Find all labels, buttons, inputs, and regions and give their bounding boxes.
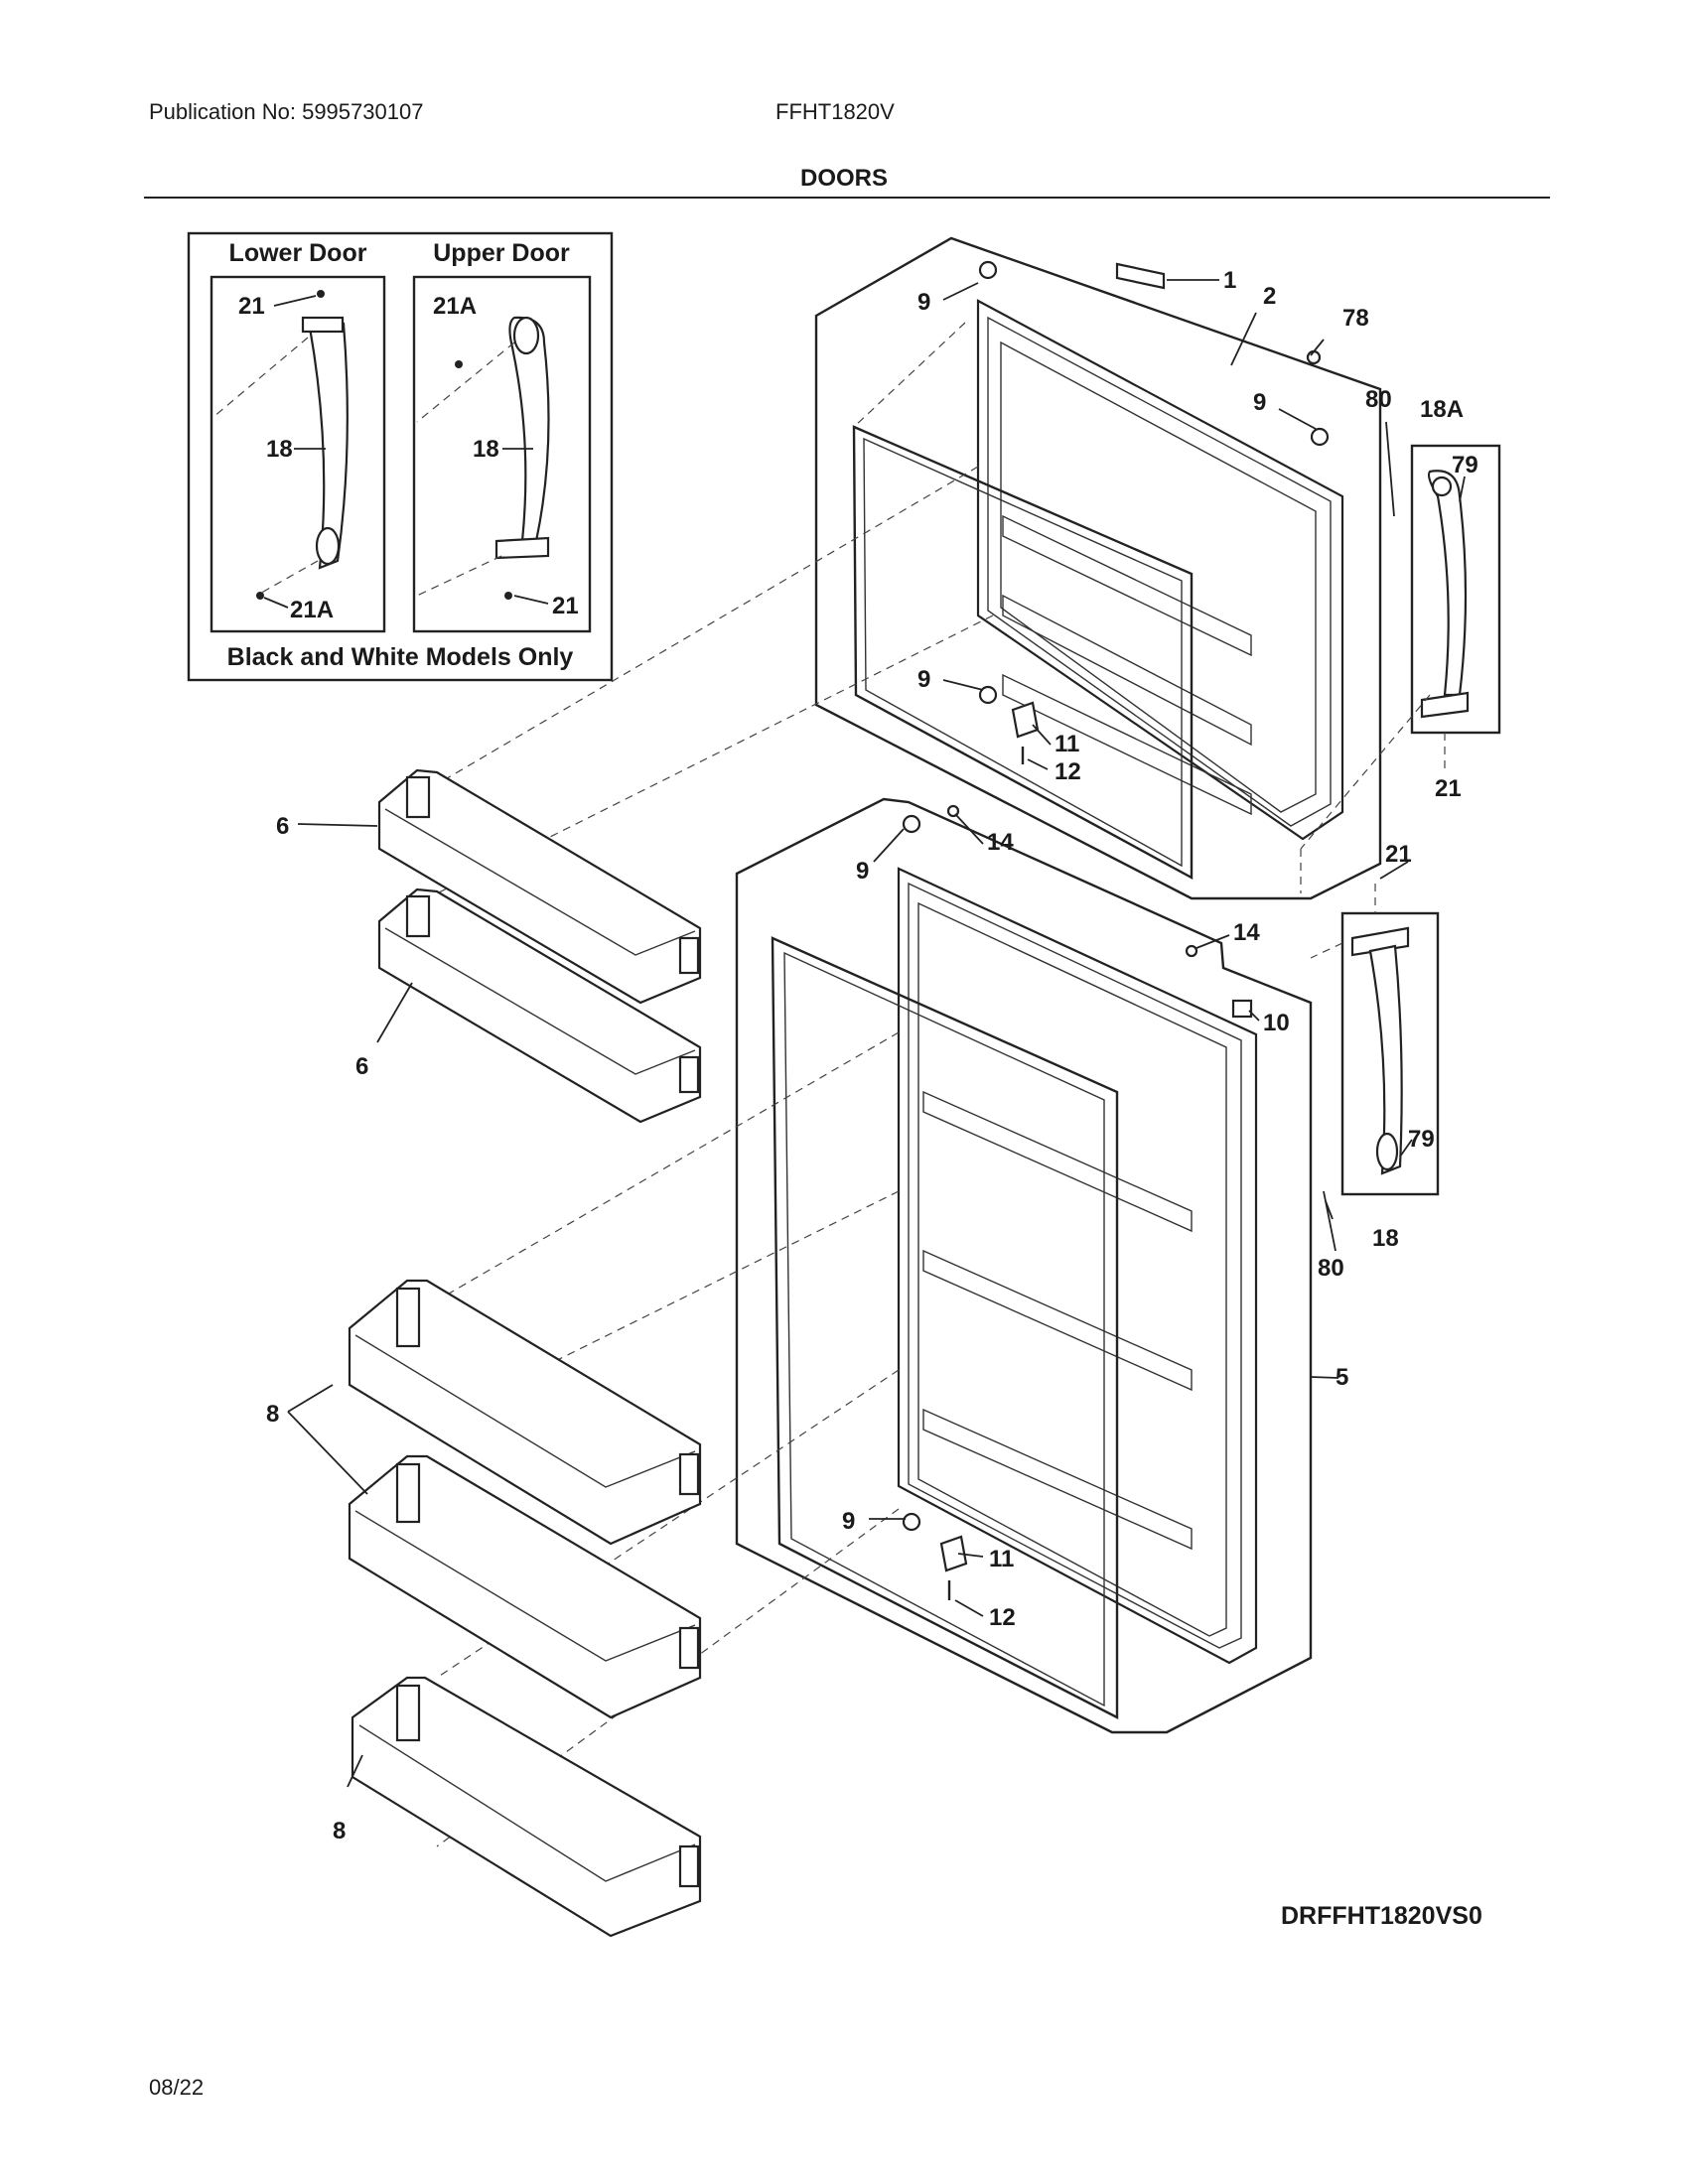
inset-upper-door-title: Upper Door (433, 239, 570, 267)
upper-screw-top-icon (455, 360, 463, 368)
upper-screw-bottom-icon (504, 592, 512, 600)
upper-handle-frame (1410, 444, 1501, 735)
handle-inset: Lower Door Upper Door Black and White Mo… (187, 231, 614, 682)
lower-handle-part (1368, 944, 1403, 1175)
lower-handle-top-mount (301, 316, 345, 334)
lower-handle-box (1310, 884, 1440, 1196)
callout-9: 9 (856, 858, 869, 885)
upper-handle-bottom-mount (494, 536, 550, 560)
callout-12: 12 (989, 1604, 1016, 1631)
hinge-pin-icon (1310, 427, 1330, 447)
lower-door-gasket (771, 936, 1119, 1719)
upper-handle-box (1300, 444, 1501, 850)
lower-door-bin-3 (351, 1676, 702, 1938)
handle-end-icon (1431, 476, 1453, 497)
callout-78: 78 (1342, 305, 1369, 332)
callout-6: 6 (355, 1053, 368, 1080)
callout-5: 5 (1336, 1364, 1348, 1391)
callout-9: 9 (917, 666, 930, 693)
lower-door-handle: 21 18 21A (212, 290, 349, 623)
callout-1: 1 (1223, 267, 1236, 294)
callout-80: 80 (1318, 1255, 1344, 1282)
callout-14: 14 (987, 829, 1014, 856)
callout-9: 9 (1253, 389, 1266, 416)
lower-door-panel (897, 867, 1258, 1665)
callout-2: 2 (1263, 283, 1276, 310)
washer-icon (1185, 944, 1198, 958)
header-rule (144, 197, 1550, 199)
lower-door-group-outline (735, 797, 1313, 1734)
lower-door-handle-panel (210, 275, 386, 633)
plug-icon (1306, 349, 1322, 365)
hinge-bushing-icon (1231, 999, 1253, 1019)
callout-80: 80 (1365, 386, 1392, 413)
callout-10: 10 (1263, 1010, 1290, 1036)
upper-door-bin-top (377, 768, 702, 1005)
publication-date: 08/22 (149, 2075, 205, 2100)
lower-door-bin-2 (348, 1454, 702, 1719)
lower-screw-top-icon (317, 290, 325, 298)
hinge-pin-icon (902, 1512, 921, 1532)
hinge-cam-icon (1011, 701, 1040, 739)
inset-frame (187, 231, 614, 682)
label-21: 21 (238, 293, 265, 320)
label-21A: 21A (290, 597, 334, 623)
lower-handle-end-cap (315, 526, 341, 566)
callout-leaders (287, 279, 1466, 1788)
door-bins (348, 768, 702, 1938)
callout-9: 9 (842, 1508, 855, 1535)
callout-11: 11 (989, 1546, 1014, 1572)
callout-9: 9 (917, 289, 930, 316)
callout-18: 18 (1372, 1225, 1399, 1252)
upper-door-assembly (436, 236, 1382, 900)
upper-door-handle: 21A 18 21 (416, 293, 579, 619)
callout-6: 6 (276, 813, 289, 840)
label-18: 18 (266, 436, 293, 463)
hinge-pin-icon (978, 685, 998, 705)
callout-labels: 1 2 9 78 9 80 18A 79 21 9 11 12 6 6 9 14… (266, 267, 1478, 1844)
upper-handle-mount (1420, 691, 1470, 719)
lower-door-bin-1 (348, 1279, 702, 1546)
upper-door-bin-bottom (377, 887, 702, 1124)
callout-79: 79 (1408, 1126, 1435, 1153)
upper-door-handle-panel (412, 275, 592, 633)
lower-handle-body (308, 322, 349, 570)
callout-11: 11 (1055, 731, 1079, 757)
model-number: FFHT1820V (775, 99, 895, 124)
handle-end-icon (1375, 1132, 1399, 1171)
callout-21: 21 (1435, 775, 1462, 802)
callout-8: 8 (333, 1818, 346, 1844)
hinge-pin-icon (978, 260, 998, 280)
label-21A: 21A (433, 293, 477, 320)
callout-79: 79 (1452, 452, 1478, 478)
lower-screw-bottom-icon (256, 592, 264, 600)
label-21: 21 (552, 593, 579, 619)
lower-door-assembly (436, 797, 1313, 1847)
upper-door-group-outline (814, 236, 1382, 900)
upper-door-panel (976, 299, 1344, 841)
section-title: DOORS (799, 165, 888, 192)
part-nameplate (1115, 262, 1166, 290)
upper-handle-end-cap (512, 316, 540, 355)
callout-14: 14 (1233, 919, 1260, 946)
inset-note: Black and White Models Only (227, 643, 574, 671)
callout-21: 21 (1385, 841, 1412, 868)
publication-number: Publication No: 5995730107 (149, 99, 424, 124)
diagram-reference-code: DRFFHT1820VS0 (1281, 1902, 1482, 1930)
hinge-cam-icon (939, 1535, 968, 1572)
lower-handle-frame (1340, 911, 1440, 1196)
label-18: 18 (473, 436, 499, 463)
callout-8: 8 (266, 1401, 279, 1428)
inset-lower-door-title: Lower Door (229, 239, 367, 267)
upper-door-gasket (852, 425, 1194, 881)
washer-icon (946, 804, 960, 818)
hinge-pin-icon (902, 814, 921, 834)
upper-handle-part (1427, 470, 1468, 697)
callout-18A: 18A (1420, 396, 1464, 423)
callout-12: 12 (1055, 758, 1081, 785)
